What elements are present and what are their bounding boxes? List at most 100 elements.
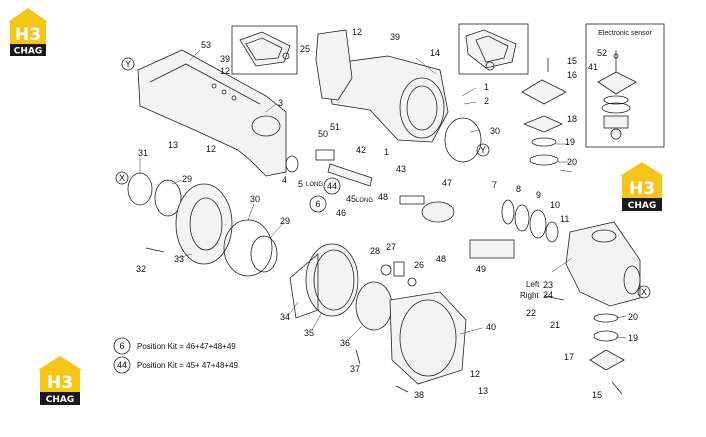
brand-logo-top-left: H3 CHAG (8, 8, 48, 57)
svg-text:CHAG: CHAG (628, 201, 657, 211)
svg-text:6: 6 (119, 341, 124, 351)
ring-10 (545, 221, 559, 243)
callout-42: 42 (356, 145, 366, 155)
svg-text:CHAG: CHAG (46, 395, 75, 405)
svg-text:44: 44 (327, 181, 337, 191)
marker-x-left: X (115, 171, 129, 185)
callout-25: 25 (300, 44, 310, 54)
callout-14: 14 (430, 48, 440, 58)
callout-2: 2 (484, 96, 489, 106)
callout-1: 1 (484, 82, 489, 92)
callout-12-left: 12 (206, 144, 216, 154)
callout-29-lower: 29 (280, 216, 290, 226)
callout-49: 49 (476, 264, 486, 274)
callout-9: 9 (536, 190, 541, 200)
callout-12-bottom: 12 (470, 369, 480, 379)
callout-41: 41 (588, 62, 598, 72)
callout-30-lower: 30 (250, 194, 260, 204)
callout-31: 31 (138, 148, 148, 158)
kingpin-assembly-top (521, 58, 567, 166)
shaft-5 (315, 149, 335, 161)
svg-text:H3: H3 (47, 373, 73, 393)
callout-47: 47 (442, 178, 452, 188)
callout-circle-6: 6 (309, 195, 327, 213)
part-callouts: 53 39 12 3 13 12 25 12 39 14 1 2 30 51 5… (136, 27, 638, 400)
label-left: Left (526, 280, 540, 289)
svg-text:H3: H3 (629, 179, 655, 199)
label-right: Right (520, 291, 539, 300)
callout-38: 38 (414, 390, 424, 400)
callout-39-top: 39 (390, 32, 400, 42)
label-long-5: LONG (306, 182, 323, 188)
callout-18: 18 (567, 114, 577, 124)
callout-22: 22 (526, 308, 536, 318)
callout-35: 35 (304, 328, 314, 338)
bolt-38 (395, 385, 409, 393)
svg-text:6: 6 (315, 199, 320, 209)
axle-housing-center-piece (315, 29, 353, 101)
callout-21: 21 (550, 320, 560, 330)
brand-logo-right: H3 CHAG (620, 162, 664, 211)
marker-x-right: X (637, 285, 651, 299)
ring-8 (514, 204, 530, 232)
callout-10: 10 (550, 200, 560, 210)
sensor-box-title: Electronic sensor (598, 30, 652, 37)
planetary-carrier (355, 281, 393, 331)
inset-axle-housing-box (231, 25, 298, 75)
callout-1-mid: 1 (384, 147, 389, 157)
callout-32: 32 (136, 264, 146, 274)
kit-44-text: Position Kit = 45+ 47+48+49 (137, 361, 239, 370)
callout-20-bottom: 20 (628, 312, 638, 322)
svg-text:X: X (119, 173, 125, 183)
callout-36: 36 (340, 338, 350, 348)
callout-45: 45 (346, 194, 356, 204)
callout-53: 53 (201, 40, 211, 50)
callout-34: 34 (280, 312, 290, 322)
callout-20-top: 20 (567, 157, 577, 167)
callout-51: 51 (330, 122, 340, 132)
brand-logo-bottom-left: H3 CHAG (38, 356, 82, 405)
callout-46: 46 (336, 208, 346, 218)
axle-housing-left (137, 49, 287, 177)
callout-15-bottom: 15 (592, 390, 602, 400)
electronic-sensor-box: Electronic sensor (585, 23, 665, 148)
callout-19-top: 19 (565, 137, 575, 147)
callout-17: 17 (564, 352, 574, 362)
wheel-hub (175, 183, 233, 265)
ring-9 (529, 209, 547, 239)
callout-12-top-left: 12 (220, 66, 230, 76)
seal-31 (127, 172, 153, 206)
callout-30-right: 30 (490, 126, 500, 136)
o-ring-lower (223, 219, 273, 277)
leader-lines (139, 49, 627, 341)
callout-33: 33 (174, 254, 184, 264)
ring-7 (501, 199, 515, 225)
callout-13-left: 13 (168, 140, 178, 150)
callout-12-top: 12 (352, 27, 362, 37)
callout-13-bottom: 13 (478, 386, 488, 396)
bearing-27 (393, 261, 405, 277)
callout-15-top: 15 (567, 56, 577, 66)
callout-19-bottom: 19 (628, 333, 638, 343)
svg-text:Y: Y (125, 59, 131, 69)
kit-6-text: Position Kit = 46+47+48+49 (137, 342, 236, 351)
bolt-32 (145, 247, 165, 253)
svg-text:44: 44 (117, 360, 127, 370)
callout-52: 52 (597, 48, 607, 58)
seal-29-lower (250, 235, 278, 273)
callout-37: 37 (350, 364, 360, 374)
svg-text:H3: H3 (15, 25, 41, 45)
marker-y-right: Y (476, 143, 490, 157)
kit-note-44: 44 Position Kit = 45+ 47+48+49 (113, 356, 239, 374)
callout-50: 50 (318, 129, 328, 139)
long-shaft (327, 163, 373, 187)
callout-48-bottom: 48 (436, 254, 446, 264)
callout-circle-44: 44 (323, 177, 341, 195)
axle-shaft (469, 239, 515, 259)
marker-y-left: Y (121, 57, 135, 71)
o-ring-right (444, 117, 482, 163)
callout-23: 23 (543, 280, 553, 290)
ring-carrier (289, 253, 319, 319)
callout-11: 11 (560, 214, 569, 224)
